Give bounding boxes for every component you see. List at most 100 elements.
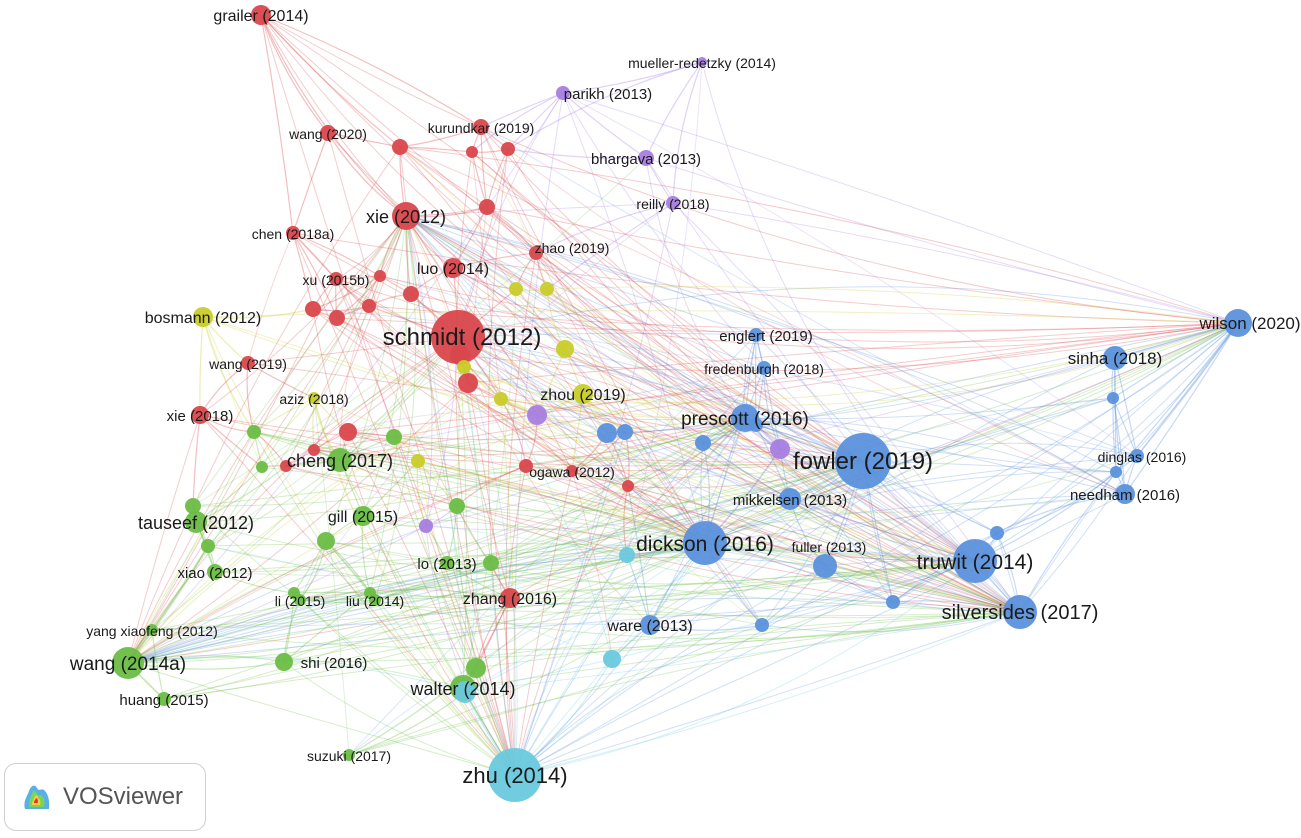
node-truwit-2014[interactable] xyxy=(953,539,997,583)
node-mueller-redetzky-2014[interactable] xyxy=(697,57,707,67)
node-unlabelled[interactable] xyxy=(458,373,478,393)
citation-link xyxy=(127,597,511,664)
node-unlabelled[interactable] xyxy=(362,299,376,313)
node-zhang-2016[interactable] xyxy=(500,588,520,608)
node-unlabelled[interactable] xyxy=(256,461,268,473)
node-unlabelled[interactable] xyxy=(556,340,574,358)
node-schmidt-2012[interactable] xyxy=(431,310,485,364)
citation-link xyxy=(507,148,647,159)
node-wilson-2020[interactable] xyxy=(1224,309,1252,337)
node-unlabelled[interactable] xyxy=(329,310,345,326)
citation-link xyxy=(562,92,647,159)
node-zhou-2019[interactable] xyxy=(573,384,593,404)
node-shi-2016[interactable] xyxy=(275,653,293,671)
node-grailer-2014[interactable] xyxy=(251,5,271,25)
node-gill-2015[interactable] xyxy=(353,506,373,526)
node-unlabelled[interactable] xyxy=(386,429,402,445)
node-unlabelled[interactable] xyxy=(483,555,499,571)
node-unlabelled[interactable] xyxy=(749,418,763,432)
node-unlabelled[interactable] xyxy=(280,460,292,472)
node-unlabelled[interactable] xyxy=(540,282,554,296)
node-unlabelled[interactable] xyxy=(1107,392,1119,404)
node-unlabelled[interactable] xyxy=(597,423,617,443)
node-reilly-2018[interactable] xyxy=(666,196,680,210)
node-label: wilson (2020) xyxy=(1198,314,1300,333)
node-unlabelled[interactable] xyxy=(392,139,408,155)
node-mikkelsen-2013[interactable] xyxy=(779,488,801,510)
node-luo-2014[interactable] xyxy=(443,258,463,278)
node-tauseef-2012[interactable] xyxy=(185,511,207,533)
node-fowler-2019[interactable] xyxy=(835,433,891,489)
node-dickson-2016[interactable] xyxy=(683,521,727,565)
citation-link xyxy=(399,146,1126,495)
node-xie-2018[interactable] xyxy=(191,406,209,424)
node-wang-2019[interactable] xyxy=(241,356,255,370)
node-unlabelled[interactable] xyxy=(308,444,320,456)
node-xiao-2012[interactable] xyxy=(207,564,223,580)
node-chen-2018a[interactable] xyxy=(286,226,300,240)
node-unlabelled[interactable] xyxy=(450,345,470,365)
node-zhu-2014[interactable] xyxy=(488,748,542,802)
node-lo-2013[interactable] xyxy=(440,556,454,570)
node-label: ware (2013) xyxy=(606,618,692,635)
node-unlabelled[interactable] xyxy=(466,146,478,158)
node-ware-2013[interactable] xyxy=(640,615,660,635)
node-unlabelled[interactable] xyxy=(770,439,790,459)
node-unlabelled[interactable] xyxy=(619,547,635,563)
node-wang-2020[interactable] xyxy=(320,125,336,141)
node-unlabelled[interactable] xyxy=(419,519,433,533)
node-silversides-2017[interactable] xyxy=(1003,595,1037,629)
node-unlabelled[interactable] xyxy=(364,587,376,599)
node-unlabelled[interactable] xyxy=(509,282,523,296)
node-suzuki-2017[interactable] xyxy=(343,749,355,761)
node-englert-2019[interactable] xyxy=(749,328,763,342)
node-unlabelled[interactable] xyxy=(466,658,486,678)
node-unlabelled[interactable] xyxy=(317,532,335,550)
node-unlabelled[interactable] xyxy=(479,199,495,215)
node-bhargava-2013[interactable] xyxy=(638,150,654,166)
node-cheng-2017[interactable] xyxy=(328,448,352,472)
node-huang-2015[interactable] xyxy=(157,692,171,706)
node-parikh-2013[interactable] xyxy=(556,86,570,100)
node-unlabelled[interactable] xyxy=(288,587,300,599)
node-needham-2016[interactable] xyxy=(1115,484,1135,504)
node-unlabelled[interactable] xyxy=(185,498,201,514)
node-unlabelled[interactable] xyxy=(886,595,900,609)
node-unlabelled[interactable] xyxy=(695,435,711,451)
node-unlabelled[interactable] xyxy=(519,459,533,473)
node-fuller-2013[interactable] xyxy=(813,554,837,578)
node-unlabelled[interactable] xyxy=(457,360,471,374)
node-unlabelled[interactable] xyxy=(247,425,261,439)
node-ogawa-2012[interactable] xyxy=(566,465,578,477)
node-unlabelled[interactable] xyxy=(449,498,465,514)
node-xu-2015b[interactable] xyxy=(329,272,343,286)
node-unlabelled[interactable] xyxy=(603,650,621,668)
node-unlabelled[interactable] xyxy=(411,454,425,468)
node-fredenburgh-2018[interactable] xyxy=(757,361,771,375)
node-unlabelled[interactable] xyxy=(305,301,321,317)
node-unlabelled[interactable] xyxy=(454,681,476,703)
node-xie-2012[interactable] xyxy=(392,202,420,230)
node-unlabelled[interactable] xyxy=(403,286,419,302)
node-unlabelled[interactable] xyxy=(374,270,386,282)
node-unlabelled[interactable] xyxy=(527,405,547,425)
node-unlabelled[interactable] xyxy=(1110,466,1122,478)
node-unlabelled[interactable] xyxy=(755,618,769,632)
node-unlabelled[interactable] xyxy=(990,526,1004,540)
node-unlabelled[interactable] xyxy=(617,424,633,440)
node-unlabelled[interactable] xyxy=(494,392,508,406)
citation-link xyxy=(490,542,706,566)
node-unlabelled[interactable] xyxy=(501,142,515,156)
node-unlabelled[interactable] xyxy=(622,480,634,492)
node-dinglas-2016[interactable] xyxy=(1130,449,1144,463)
node-bosmann-2012[interactable] xyxy=(193,307,213,327)
node-sinha-2018[interactable] xyxy=(1103,346,1127,370)
node-aziz-2018[interactable] xyxy=(308,392,320,404)
node-zhao-2019[interactable] xyxy=(529,246,543,260)
node-kurundkar-2019[interactable] xyxy=(473,119,489,135)
node-unlabelled[interactable] xyxy=(339,423,357,441)
node-yang-xiaofeng-2012[interactable] xyxy=(146,624,158,636)
node-wang-2014a[interactable] xyxy=(112,647,144,679)
node-unlabelled[interactable] xyxy=(201,539,215,553)
citation-link xyxy=(127,414,201,664)
